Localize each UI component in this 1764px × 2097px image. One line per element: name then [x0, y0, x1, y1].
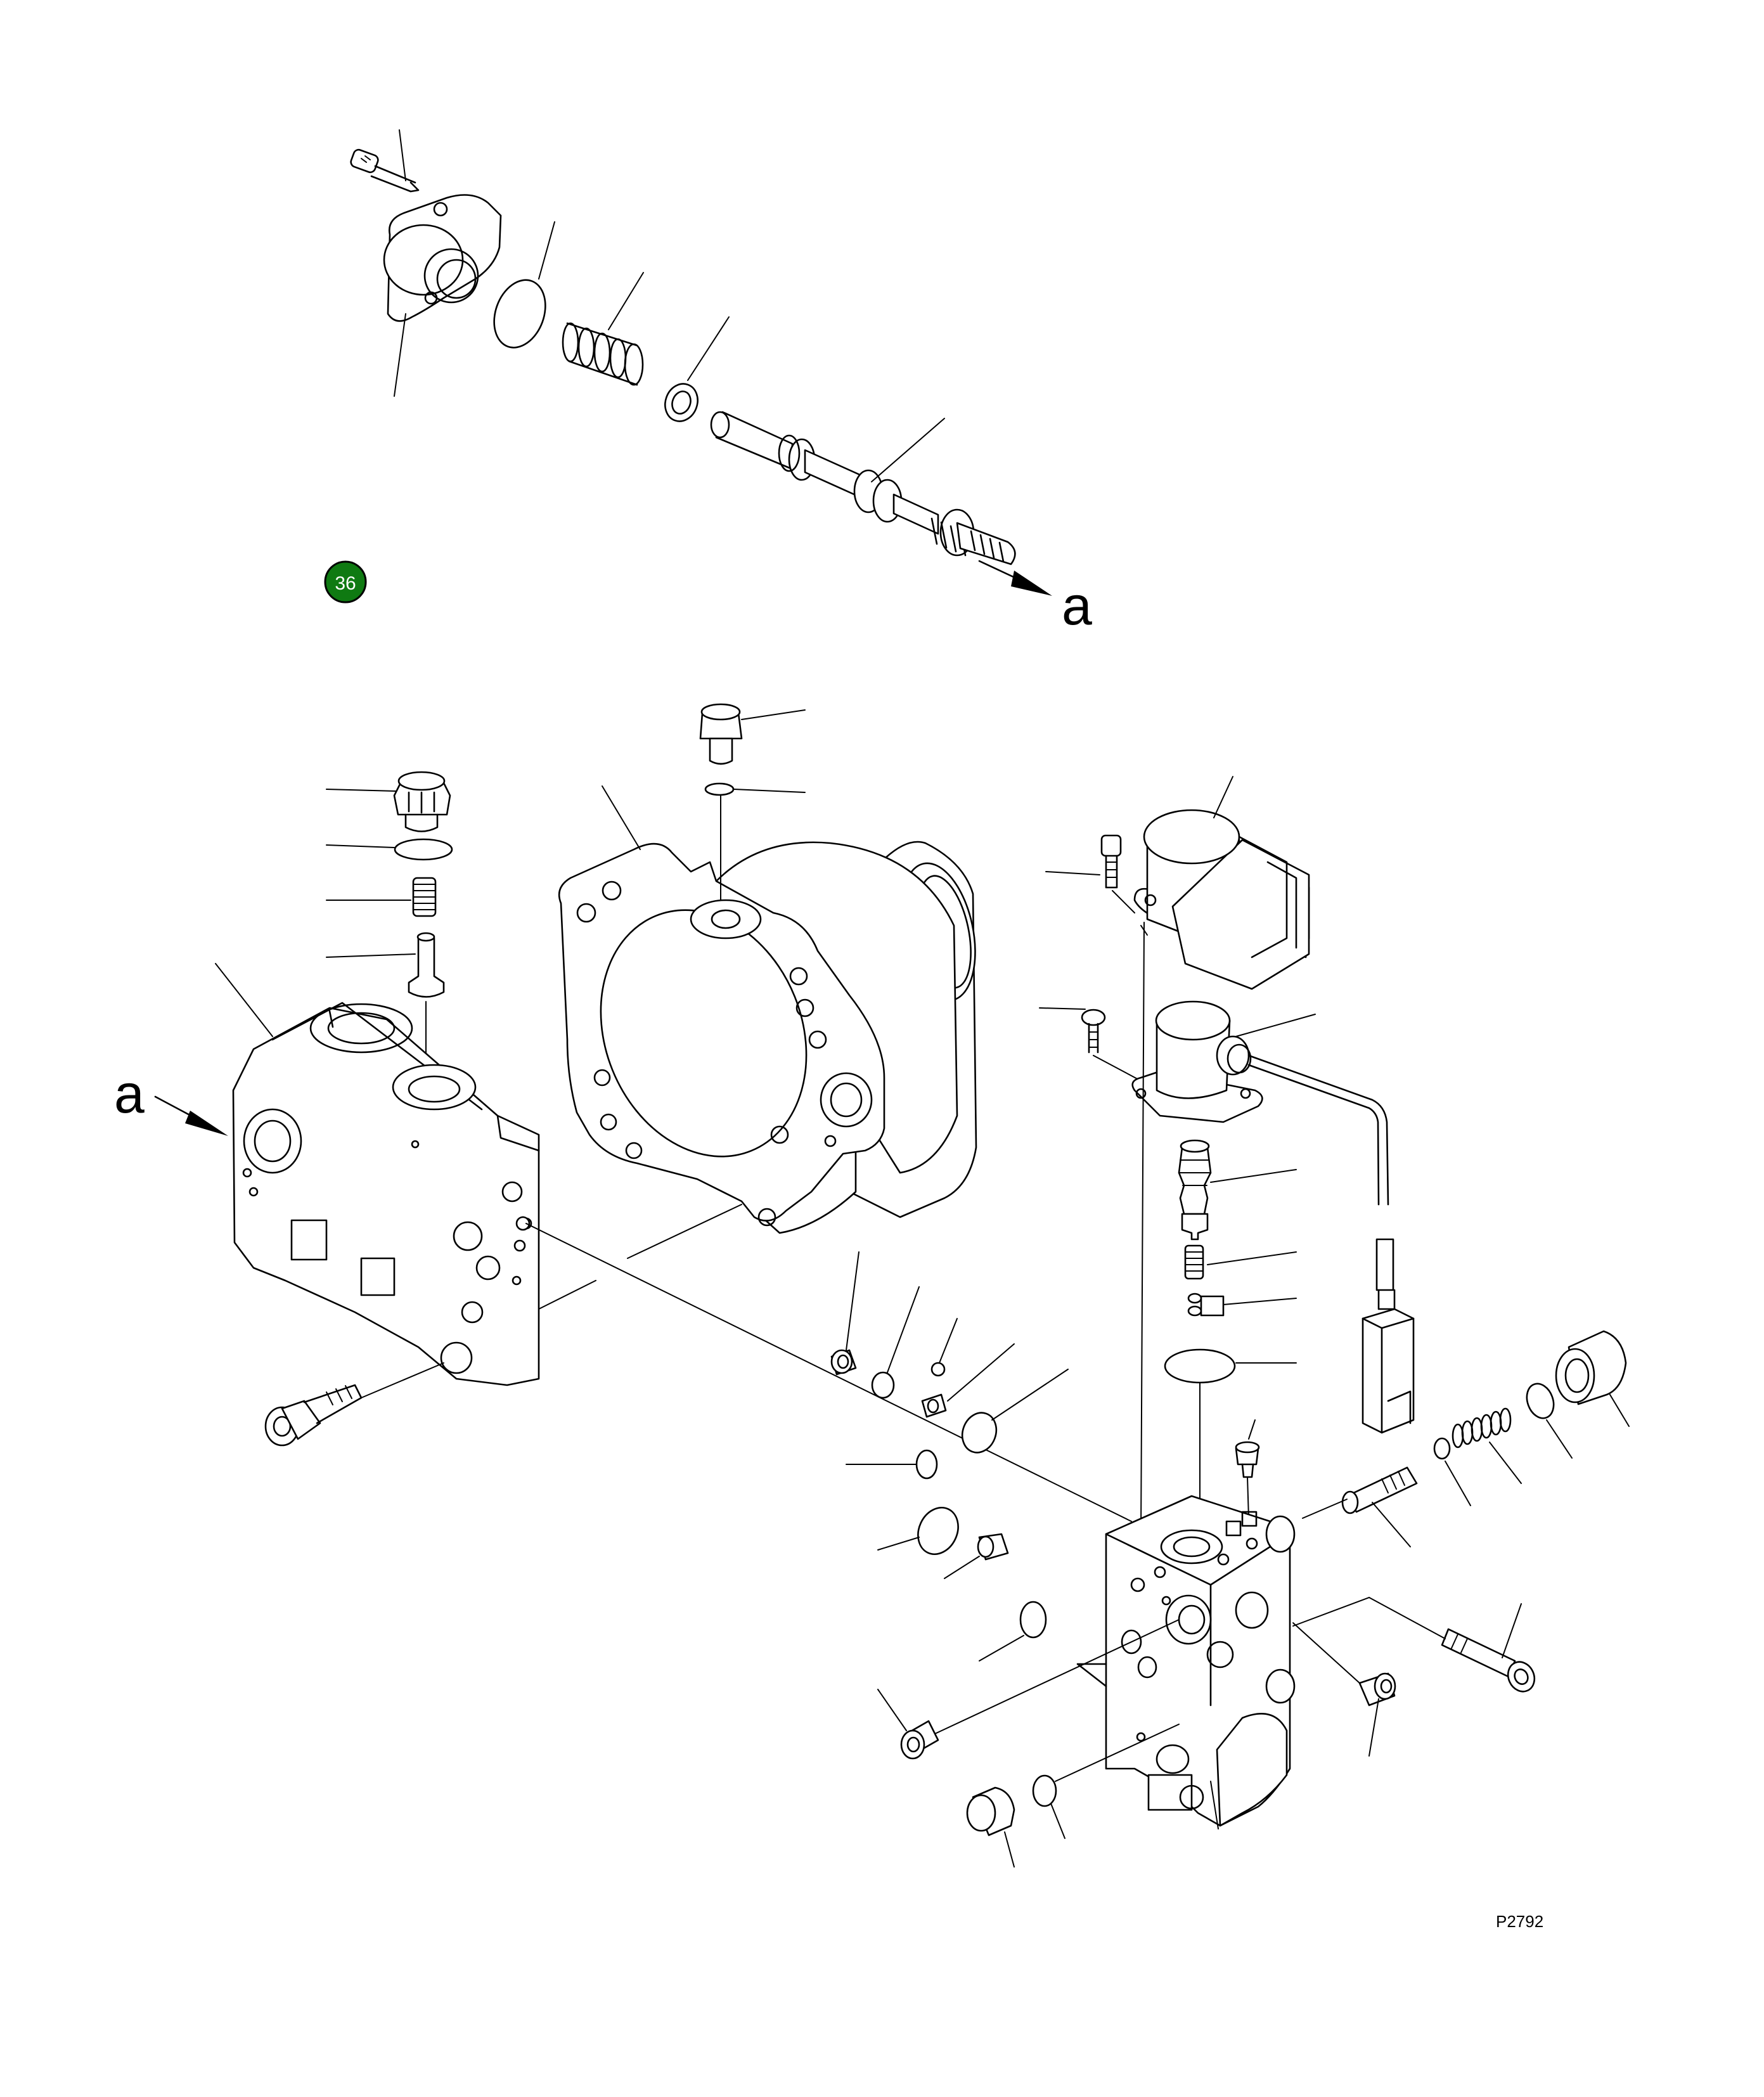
guide-line-vertical [1140, 922, 1145, 1535]
arrow-label-top: a [1062, 576, 1092, 636]
plug-housing [699, 703, 743, 765]
cap-right [1358, 1672, 1396, 1707]
washer-top [664, 383, 699, 422]
motor-housing [558, 841, 977, 1234]
guide-line-long [525, 1223, 1132, 1522]
arrow-label-left: a [114, 1064, 145, 1125]
o-ring-right [1526, 1383, 1555, 1419]
plug-left [393, 771, 451, 832]
spring-solenoid [1184, 1244, 1204, 1280]
o-ring-large [1164, 1348, 1236, 1384]
solenoid [1131, 1000, 1263, 1123]
small-parts-center [830, 1349, 998, 1480]
o-ring-left [394, 838, 453, 861]
bolt-top [350, 148, 420, 193]
spool [710, 411, 1016, 565]
o-ring-disk [493, 279, 546, 349]
solenoid-spool [1178, 1139, 1212, 1241]
washer-right [1433, 1437, 1451, 1460]
figure-badge-label: 36 [335, 573, 356, 594]
plug-center [977, 1533, 1009, 1561]
bolt-right [1441, 1628, 1536, 1693]
spring-left [412, 877, 437, 917]
poppet-left [408, 932, 445, 998]
o-ring-bottom [1032, 1774, 1057, 1807]
spring-right [1452, 1407, 1512, 1449]
arrow-a-top [978, 560, 1052, 596]
valve-body-left [232, 1002, 540, 1386]
drawing-number: P2792 [1496, 1912, 1543, 1931]
cover-bracket [1133, 809, 1310, 990]
spring-top [562, 322, 644, 386]
screw-solenoid [1081, 1009, 1106, 1054]
wire-connector [1247, 1054, 1415, 1434]
cap-lower-left [900, 1720, 939, 1760]
bolt-bottom-left [264, 1384, 363, 1447]
small-parts [1187, 1293, 1225, 1317]
valve-block-right [1076, 1495, 1296, 1827]
arrow-a-left [154, 1095, 228, 1136]
cartridge-right [1341, 1466, 1418, 1514]
plug-small [1235, 1441, 1260, 1478]
figure-badge[interactable]: 36 [324, 560, 367, 603]
o-ring-center [917, 1507, 959, 1555]
o-ring-housing [704, 782, 735, 796]
plug-bottom [966, 1786, 1015, 1836]
flange-cover [383, 194, 502, 322]
o-ring-lower [1019, 1601, 1047, 1639]
plug-right [1555, 1330, 1627, 1405]
screw-cover [1100, 834, 1122, 889]
